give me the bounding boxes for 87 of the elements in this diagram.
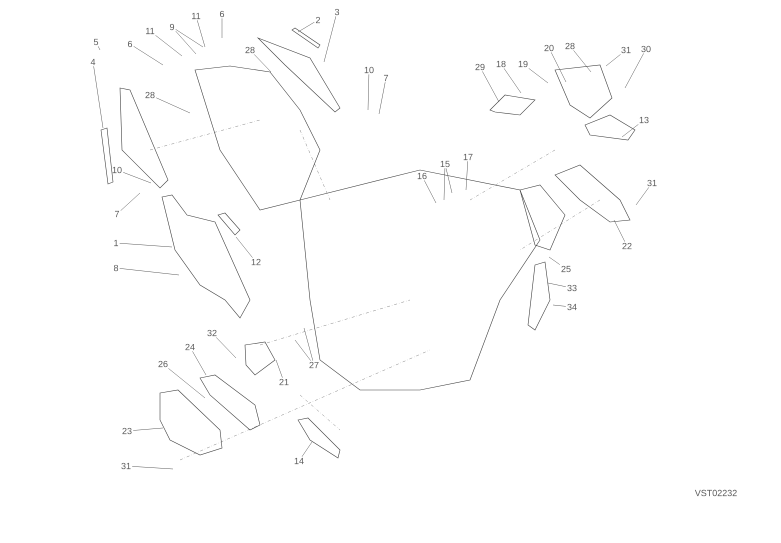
callout-number: 21	[279, 378, 289, 386]
callout-number: 17	[464, 154, 473, 160]
leader-line	[606, 54, 621, 66]
callout-number: 12	[252, 258, 261, 266]
leader-line	[548, 282, 566, 287]
leader-line	[156, 98, 190, 114]
callout-number: 29	[475, 64, 485, 70]
leader-line	[168, 368, 206, 398]
leader-line	[378, 82, 386, 114]
callout-number: 24	[185, 344, 195, 350]
leader-line	[504, 68, 522, 94]
leader-line	[552, 304, 566, 307]
callout-number: 11	[146, 28, 154, 34]
leader-line	[528, 68, 548, 84]
leader-line	[132, 428, 164, 431]
callout-number: 10	[364, 66, 374, 74]
leader-line	[155, 35, 182, 56]
drawing-number: VST02232	[694, 490, 737, 496]
leader-line	[122, 172, 152, 184]
leader-line	[175, 30, 196, 54]
leader-line	[254, 54, 272, 72]
callout-number: 31	[647, 180, 657, 186]
leader-line	[197, 20, 206, 48]
leader-line	[368, 74, 370, 110]
leader-line	[624, 53, 644, 88]
leader-line	[93, 66, 104, 128]
callout-number: 3	[334, 8, 340, 16]
callout-number: 25	[561, 266, 571, 272]
leader-line	[614, 220, 626, 242]
leader-line	[302, 442, 312, 457]
callout-number: 13	[640, 116, 649, 124]
callout-number: 20	[544, 44, 554, 52]
callout-number: 28	[245, 46, 255, 54]
callout-number: 34	[567, 304, 577, 310]
leader-line	[133, 46, 164, 66]
callout-number: 22	[622, 242, 632, 250]
callout-number: 31	[621, 46, 631, 54]
leader-line	[236, 236, 253, 258]
callout-number: 32	[207, 330, 217, 336]
callout-number: 27	[309, 362, 319, 368]
callout-number: 15	[440, 160, 450, 168]
callout-number: 26	[158, 360, 168, 368]
leader-line	[548, 256, 560, 265]
leader-line	[324, 16, 336, 62]
leader-line	[298, 22, 315, 32]
callout-number: 16	[418, 172, 427, 180]
leader-line	[216, 337, 236, 358]
leader-line	[98, 46, 100, 50]
leader-line	[192, 351, 206, 376]
leader-line	[119, 243, 172, 248]
leader-line	[466, 161, 468, 190]
leader-line	[304, 328, 314, 361]
callout-number: 19	[518, 60, 528, 68]
leader-line	[294, 340, 311, 361]
callout-number: 6	[128, 40, 132, 48]
leader-line	[119, 268, 180, 276]
callout-number: 8	[114, 264, 118, 272]
callout-number: 14	[294, 458, 304, 464]
leader-line	[132, 466, 174, 470]
callout-number: 28	[145, 92, 155, 98]
callout-number: 33	[567, 284, 577, 292]
callout-number: 28	[565, 42, 575, 50]
leader-line	[175, 29, 204, 48]
leader-line	[636, 187, 650, 206]
callout-number: 5	[94, 38, 98, 46]
callout-number: 1	[114, 240, 118, 246]
callout-number: 4	[90, 58, 96, 66]
callout-number: 18	[496, 60, 506, 68]
leader-line	[550, 52, 566, 82]
leader-line	[444, 168, 446, 200]
leader-line	[573, 50, 592, 72]
callout-number: 11	[192, 12, 200, 20]
leader-line	[276, 360, 283, 378]
leader-line	[446, 168, 452, 194]
callout-number: 2	[316, 16, 320, 24]
callout-number: 7	[114, 210, 120, 218]
leader-line	[120, 192, 140, 211]
callout-number: 6	[220, 10, 224, 18]
callout-number: 23	[122, 428, 132, 434]
leader-line	[482, 71, 500, 102]
callout-number: 9	[170, 24, 174, 30]
callout-number: 30	[641, 46, 651, 52]
callout-number: 31	[121, 462, 131, 470]
callout-number: 10	[112, 166, 122, 174]
callout-number: 7	[384, 74, 388, 82]
leader-line	[424, 180, 436, 204]
leader-line	[622, 124, 639, 138]
